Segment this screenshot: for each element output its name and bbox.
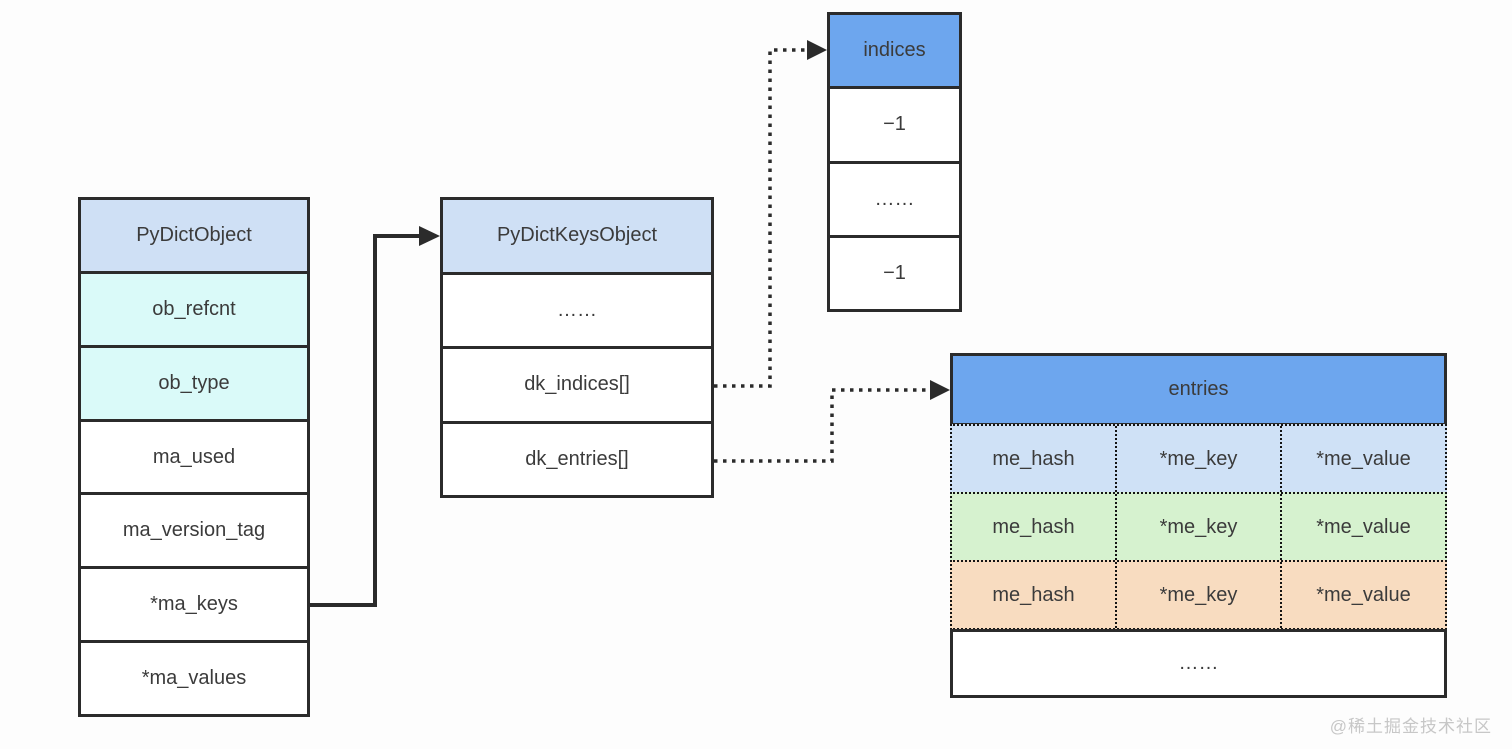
entries-table: entries me_hash *me_key *me_value me_has… (950, 353, 1447, 698)
entries-row-1-me-hash: me_hash (952, 494, 1117, 560)
entries-row-2-me-value: *me_value (1316, 583, 1411, 606)
entries-row-1: me_hash *me_key *me_value (950, 492, 1447, 562)
entries-row-2: me_hash *me_key *me_value (950, 560, 1447, 630)
entries-row-1-me-value: *me_value (1316, 515, 1411, 538)
pydict-keys-object-title: PyDictKeysObject (443, 200, 711, 275)
entries-row-2-me-hash: me_hash (952, 562, 1117, 628)
pydict-keys-object-row-dk-entries: dk_entries[] (443, 423, 711, 495)
indices-row-0: −1 (830, 89, 959, 164)
pydict-object-row-ob-refcnt: ob_refcnt (81, 273, 307, 348)
arrow-dk-entries-to-entries (714, 380, 950, 463)
pydict-object-table: PyDictObject ob_refcnt ob_type ma_used m… (78, 197, 310, 717)
pydict-object-row-ma-used: ma_used (81, 421, 307, 496)
pydict-keys-object-table: PyDictKeysObject …… dk_indices[] dk_entr… (440, 197, 714, 498)
indices-row-2: −1 (830, 237, 959, 309)
entries-row-0-me-key: *me_key (1117, 426, 1282, 492)
pydict-object-row-ma-keys: *ma_keys (81, 569, 307, 644)
entries-row-0-me-hash: me_hash (952, 426, 1117, 492)
indices-row-ellipsis: …… (830, 163, 959, 238)
entries-row-1-me-key: *me_key (1117, 494, 1282, 560)
pydict-keys-object-row-ellipsis: …… (443, 274, 711, 349)
indices-table: indices −1 …… −1 (827, 12, 962, 312)
entries-row-0: me_hash *me_key *me_value (950, 424, 1447, 494)
pydict-object-row-ob-type: ob_type (81, 347, 307, 422)
pydict-keys-object-row-dk-indices: dk_indices[] (443, 349, 711, 424)
pydict-object-title: PyDictObject (81, 200, 307, 274)
pydict-object-row-ma-values: *ma_values (81, 643, 307, 715)
entries-title: entries (950, 353, 1447, 426)
arrow-dk-indices-to-indices (714, 40, 827, 388)
arrow-ma-keys-to-keys-object (310, 226, 440, 607)
indices-title: indices (830, 15, 959, 90)
watermark-text: @稀土掘金技术社区 (1329, 717, 1492, 736)
entries-row-ellipsis: …… (950, 629, 1447, 698)
entries-row-0-me-value: *me_value (1316, 447, 1411, 470)
pydict-object-row-ma-version-tag: ma_version_tag (81, 495, 307, 570)
entries-row-2-me-key: *me_key (1117, 562, 1282, 628)
